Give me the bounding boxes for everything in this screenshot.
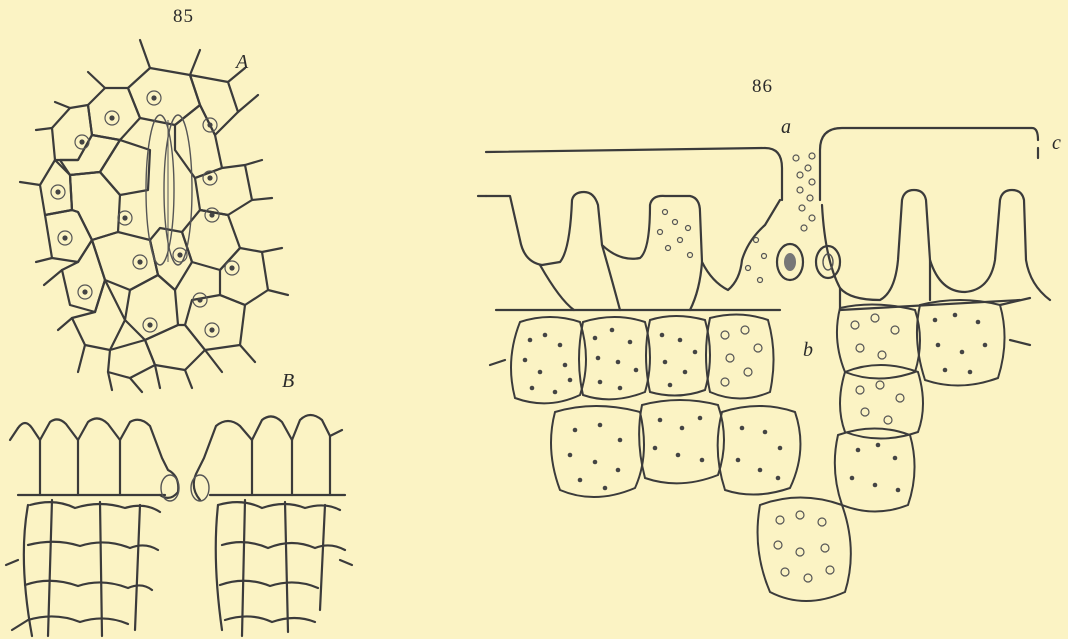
figure-86-detail-section <box>478 128 1050 601</box>
figure-85b-cross-section <box>6 415 352 636</box>
figure-85a-epidermis-surface <box>20 40 288 392</box>
